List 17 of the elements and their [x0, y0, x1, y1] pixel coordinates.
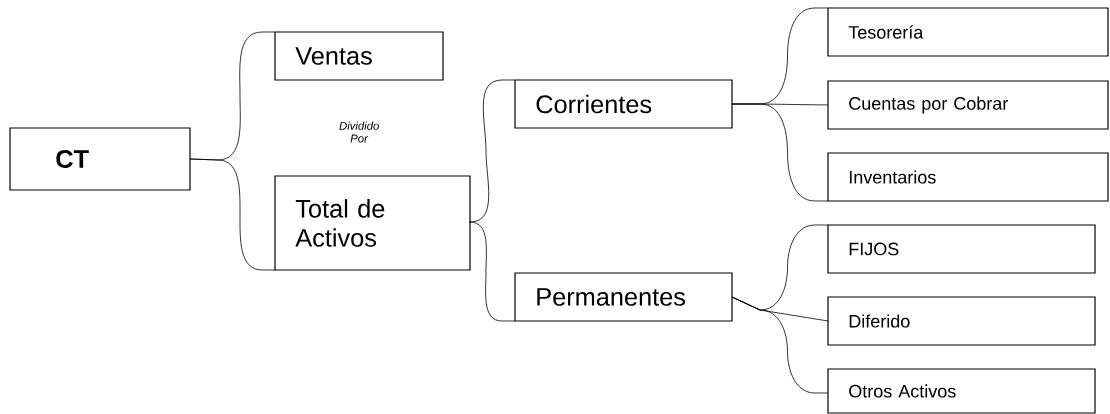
brace-connector	[731, 296, 829, 394]
text-box: FIJOS	[827, 224, 1096, 274]
text-box: Permanentes	[514, 272, 733, 322]
note-text: Dividido Por	[339, 121, 379, 143]
text-box: Diferido	[827, 296, 1096, 346]
text-box: Inventarios	[827, 152, 1109, 202]
text-box: Otros Activos	[827, 368, 1096, 414]
text-box: Ventas	[274, 31, 444, 81]
text-box: Tesorería	[827, 7, 1109, 57]
text-box: Total de Activos	[274, 175, 471, 271]
brace-connector	[469, 221, 516, 322]
brace-connector	[469, 79, 516, 224]
text-box: Corrientes	[514, 79, 733, 129]
text-box: Cuentas por Cobrar	[827, 80, 1109, 130]
brace-connector	[731, 103, 829, 202]
text-box: CT	[9, 127, 191, 191]
brace-connector	[189, 158, 276, 271]
